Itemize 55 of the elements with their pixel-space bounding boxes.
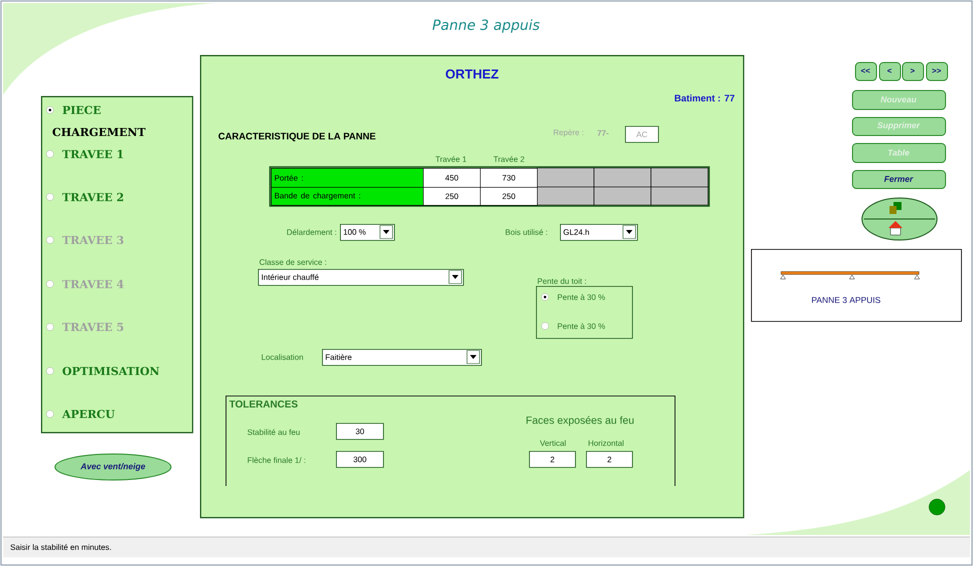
form-heading: ORTHEZ xyxy=(446,69,498,79)
dropdown: 100 % xyxy=(340,224,395,241)
status-bar: Saisir la stabilité en minutes. xyxy=(2,536,970,558)
button: Nouveau xyxy=(852,90,946,110)
table-cell: 450 xyxy=(423,168,481,188)
nav-button: >> xyxy=(926,62,948,81)
menu-heading: CHARGEMENT xyxy=(52,128,146,136)
menu-option: TRAVEE 2 xyxy=(62,192,124,202)
input-field: 300 xyxy=(336,451,384,468)
building-label: Batiment : 77 xyxy=(674,94,734,102)
field-label: Flèche finale 1/ : xyxy=(248,457,306,463)
dropdown: Faitière xyxy=(322,349,482,366)
button: Table xyxy=(852,143,946,163)
field-label: 77- xyxy=(598,130,608,136)
column-header: Travée 1 xyxy=(436,156,466,162)
group-heading: Pente du toit : xyxy=(538,278,586,284)
group-heading: TOLERANCES xyxy=(229,400,298,408)
input-field: 2 xyxy=(529,451,576,468)
field-label: Classe de service : xyxy=(260,259,326,265)
dropdown: GL24.h xyxy=(560,224,638,241)
column-header: Horizontal xyxy=(588,440,624,446)
button: Fermer xyxy=(852,170,946,189)
section-heading: CARACTERISTIQUE DE LA PANNE xyxy=(218,132,376,142)
column-header: Travée 2 xyxy=(494,156,524,162)
input-field: 30 xyxy=(336,423,384,440)
radio-label: Pente à 30 % xyxy=(558,323,605,329)
menu-option: TRAVEE 1 xyxy=(62,150,123,158)
menu-option: OPTIMISATION xyxy=(62,366,160,376)
nav-button: << xyxy=(855,62,877,81)
field-label: Repère : xyxy=(554,129,584,137)
menu-option: TRAVEE 5 xyxy=(62,322,124,332)
menu-option: TRAVEE 4 xyxy=(62,280,124,288)
table-cell: Portée : xyxy=(271,168,424,188)
nav-button: < xyxy=(879,62,901,81)
column-header: Vertical xyxy=(540,440,566,446)
input-field: AC xyxy=(625,126,659,143)
button: Supprimer xyxy=(852,117,946,136)
radio-label: Pente à 30 % xyxy=(558,294,605,300)
nav-button: > xyxy=(902,62,924,81)
table-cell: 730 xyxy=(480,168,538,188)
table-cell: Bande de chargement : xyxy=(271,187,424,206)
menu-option: TRAVEE 3 xyxy=(62,236,124,244)
field-label: Localisation xyxy=(262,354,303,360)
input-field: 2 xyxy=(586,451,633,468)
window-title: Panne 3 appuis xyxy=(432,19,540,33)
dropdown: Intérieur chauffé xyxy=(258,269,464,286)
table-cell: 250 xyxy=(480,187,538,206)
pill-button: Avec vent/neige xyxy=(54,454,172,480)
table-cell: 250 xyxy=(423,187,481,206)
group-heading: Faces exposées au feu xyxy=(526,416,634,426)
menu-option: PIECE xyxy=(62,106,101,114)
field-label: Bois utilisé : xyxy=(506,229,548,235)
preview-caption: PANNE 3 APPUIS xyxy=(812,297,880,303)
menu-option: APERCU xyxy=(62,410,115,418)
field-label: Stabilité au feu xyxy=(248,429,300,435)
